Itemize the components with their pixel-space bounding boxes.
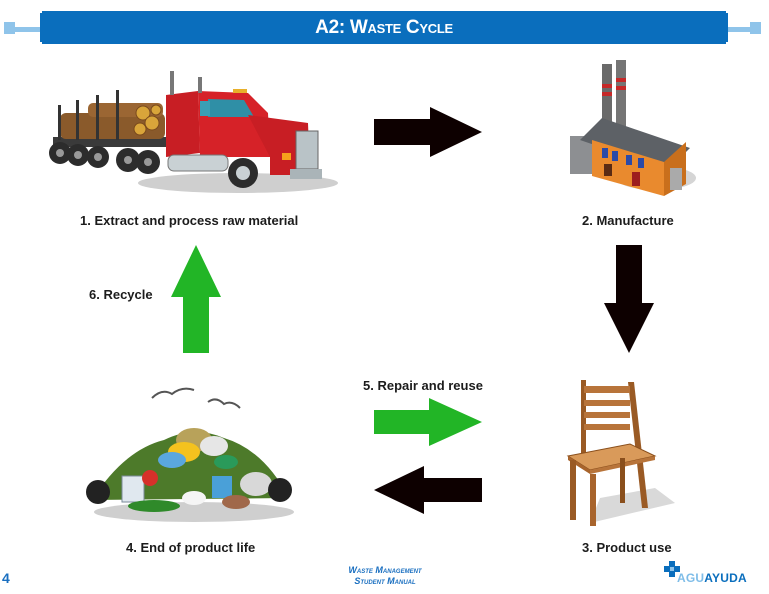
logging-truck-icon bbox=[49, 71, 338, 193]
header-line-left-end bbox=[4, 22, 15, 34]
manual-title: Waste Management Student Manual bbox=[300, 565, 470, 587]
logo-text: AGUAYUDA bbox=[677, 571, 747, 585]
arrow-left-black bbox=[374, 466, 482, 514]
manual-title-line2: Student Manual bbox=[354, 576, 416, 586]
stage-4-label: 4. End of product life bbox=[126, 540, 256, 555]
cross-logo-icon bbox=[664, 561, 680, 577]
chair-icon bbox=[566, 380, 675, 526]
arrow-down-black bbox=[604, 245, 654, 353]
arrow-right-green bbox=[374, 398, 482, 446]
stage-6-label: 6. Recycle bbox=[89, 287, 153, 302]
logo-text-part1: AGU bbox=[677, 571, 705, 585]
arrow-up-green bbox=[171, 245, 221, 353]
header-line-right bbox=[720, 27, 760, 32]
title-bar: A2: Waste Cycle bbox=[40, 11, 728, 44]
factory-icon bbox=[570, 60, 696, 196]
aguayuda-logo: AGUAYUDA bbox=[662, 561, 767, 587]
header-line-left bbox=[8, 27, 48, 32]
page-number: 4 bbox=[2, 570, 10, 586]
arrow-right-black bbox=[374, 107, 482, 157]
stage-5-label: 5. Repair and reuse bbox=[363, 378, 483, 393]
stage-3-label: 3. Product use bbox=[582, 540, 672, 555]
page-title: A2: Waste Cycle bbox=[315, 16, 453, 38]
logo-text-part2: AYUDA bbox=[704, 571, 747, 585]
stage-2-label: 2. Manufacture bbox=[582, 213, 674, 228]
manual-title-line1: Waste Management bbox=[348, 565, 422, 575]
stage-1-label: 1. Extract and process raw material bbox=[80, 213, 299, 228]
header-line-right-end bbox=[750, 22, 761, 34]
garbage-pile-icon bbox=[86, 387, 294, 522]
